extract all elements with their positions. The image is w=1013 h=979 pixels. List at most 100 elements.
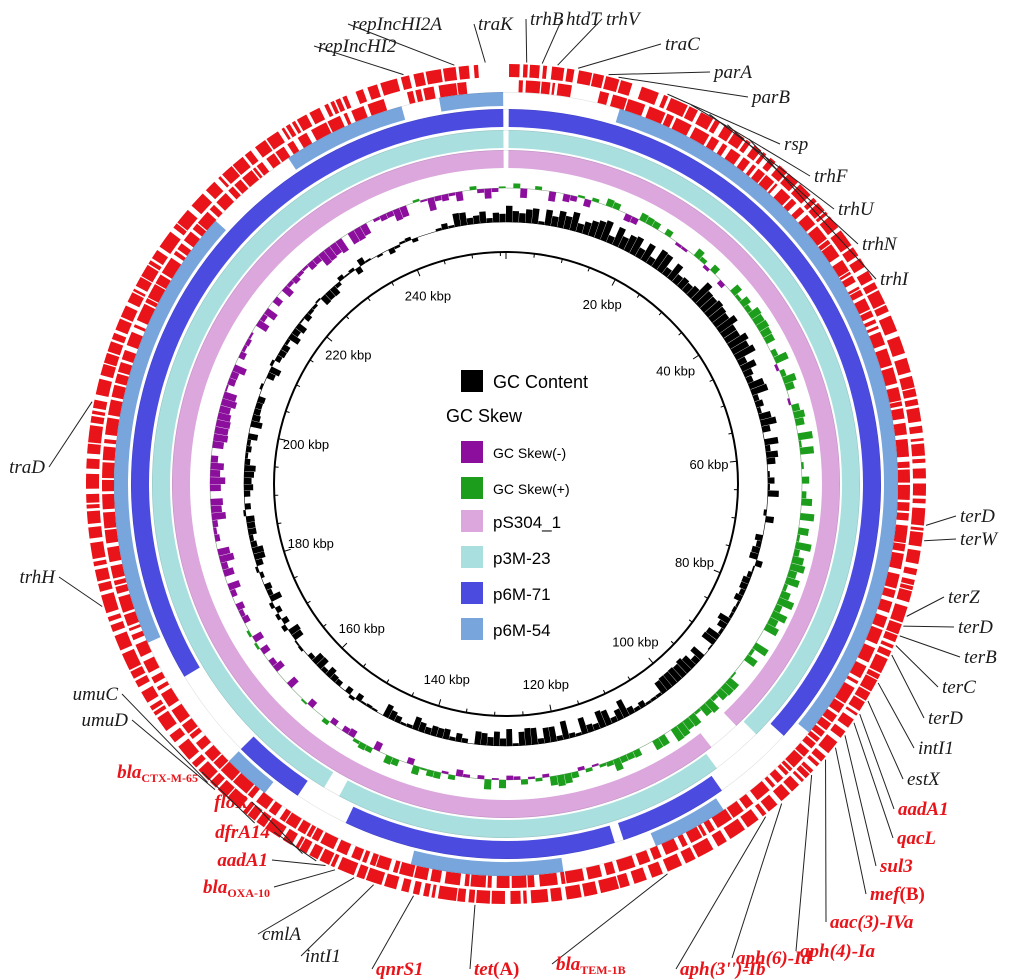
cds-block	[582, 881, 598, 897]
gc-content-bar	[563, 215, 573, 230]
gc-skew-bar	[632, 748, 643, 758]
gene-label-connector	[667, 93, 781, 145]
gc-content-bar	[255, 402, 264, 410]
cds-block	[897, 501, 910, 512]
gene-label-connector	[906, 596, 945, 617]
gc-skew-bar	[227, 580, 241, 591]
gc-content-bar	[243, 510, 246, 517]
gc-skew-bar	[318, 250, 333, 266]
cds-block	[103, 511, 117, 529]
gene-label-connector	[903, 625, 955, 628]
gc-skew-bar	[215, 419, 231, 429]
gene-label-connector	[899, 635, 961, 658]
gc-content-bar	[640, 243, 656, 263]
cds-block	[342, 95, 352, 110]
cds-block	[256, 792, 274, 810]
cds-block	[141, 685, 159, 703]
gene-label: intI1	[918, 738, 954, 759]
gc-skew-bar	[353, 226, 367, 241]
cds-block	[856, 270, 873, 286]
cds-block	[113, 577, 127, 586]
cds-block	[120, 305, 138, 322]
gc-content-bar	[348, 694, 356, 701]
gene-label: trhI	[880, 269, 910, 290]
cds-block	[811, 747, 826, 762]
gc-skew-bar	[787, 398, 792, 406]
gc-content-bar	[512, 211, 520, 223]
cds-block	[666, 97, 688, 118]
gc-skew-bar	[542, 773, 550, 778]
gc-content-bar	[424, 726, 432, 735]
cds-block	[155, 274, 171, 290]
cds-block	[351, 846, 365, 861]
cds-block	[369, 853, 379, 867]
gene-label-connector	[731, 803, 783, 959]
gc-skew-bar	[441, 193, 450, 202]
gc-skew-bar	[612, 201, 622, 211]
cds-block	[114, 373, 129, 386]
gc-skew-bar	[773, 351, 789, 364]
gc-skew-bar	[476, 188, 485, 194]
cds-block	[550, 66, 565, 81]
cds-block	[177, 243, 192, 256]
gene-label: terW	[960, 529, 999, 550]
cds-block	[330, 853, 340, 868]
gc-skew-bar	[360, 223, 372, 236]
gc-content-bar	[244, 490, 251, 497]
gc-content-bar	[281, 344, 291, 353]
cds-block	[431, 884, 437, 898]
cds-block	[862, 282, 878, 295]
gc-content-bar	[577, 716, 589, 735]
cds-block	[151, 250, 168, 266]
cds-block	[192, 223, 207, 237]
cds-block	[803, 197, 817, 211]
gc-skew-bar	[210, 455, 219, 463]
gc-skew-bar	[710, 264, 721, 275]
cds-block	[886, 336, 906, 358]
cds-block	[616, 872, 630, 889]
gc-skew-bar	[716, 279, 726, 289]
gc-content-bar	[750, 383, 769, 396]
gc-content-bar	[294, 640, 300, 647]
gc-content-bar	[737, 356, 748, 366]
cds-block	[525, 80, 541, 94]
gc-content-bar	[735, 600, 741, 608]
gc-skew-bar	[623, 213, 633, 223]
cds-block	[311, 827, 324, 842]
gc-content-bar	[388, 247, 396, 255]
cds-block	[90, 541, 106, 560]
gene-label: repIncHI2A	[352, 14, 442, 35]
gene-label: sul3	[879, 856, 913, 877]
cds-block	[351, 105, 368, 122]
gc-content-bar	[411, 237, 419, 243]
gc-content-bar	[366, 703, 373, 709]
plasmid-ring-p6M-54	[438, 92, 504, 112]
cds-block	[265, 817, 287, 838]
gc-content-bar	[400, 721, 407, 727]
gc-skew-bar	[651, 220, 662, 230]
cds-block	[637, 86, 659, 105]
gc-content-bar	[418, 721, 427, 733]
gc-skew-bar	[383, 754, 393, 765]
gc-content-bar	[253, 551, 266, 561]
cds-block	[893, 422, 907, 436]
kbp-tick	[603, 689, 606, 694]
cds-block	[837, 712, 854, 728]
cds-block	[828, 698, 845, 714]
gc-skew-bar	[484, 188, 492, 199]
gc-content-bar	[245, 452, 249, 459]
gc-content-bar	[316, 657, 329, 670]
cds-block	[854, 686, 871, 701]
kbp-tick	[362, 663, 367, 668]
cds-block	[849, 258, 866, 274]
cds-block	[104, 438, 117, 445]
gc-content-bar	[249, 534, 255, 542]
gc-content-bar	[708, 306, 727, 323]
gc-content-bar	[442, 728, 451, 740]
cds-block	[232, 772, 255, 794]
cds-block	[111, 332, 127, 344]
cds-block	[740, 809, 759, 828]
